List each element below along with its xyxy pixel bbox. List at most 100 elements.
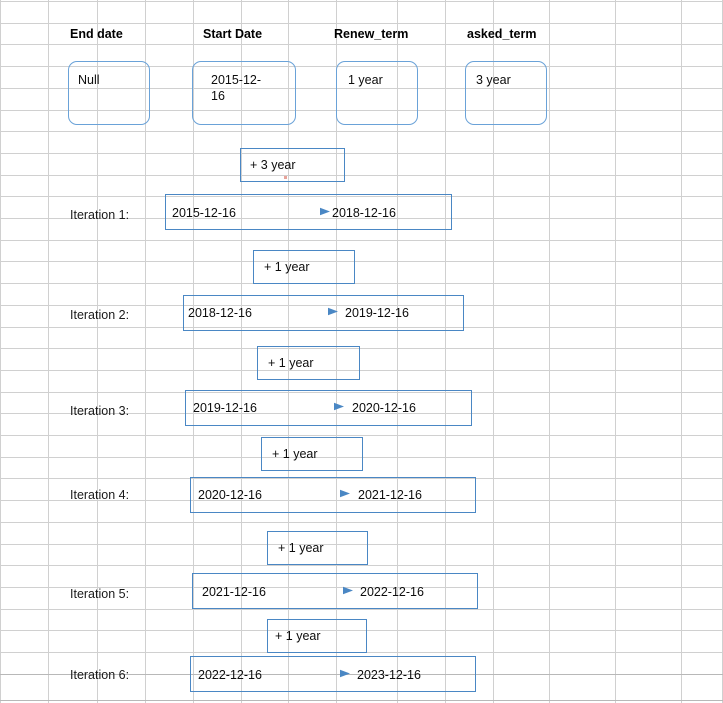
- grid-hline-12: [0, 261, 723, 262]
- grid-hline-bottom-edge: [0, 700, 723, 701]
- grid-hline-3: [0, 66, 723, 67]
- grid-hline-14: [0, 305, 723, 306]
- to-date-2: 2019-12-16: [345, 306, 409, 320]
- transition-box-2[interactable]: [183, 295, 464, 331]
- iteration-arrow-3: [272, 402, 344, 411]
- from-date-2: 2018-12-16: [188, 306, 252, 320]
- from-date-5: 2021-12-16: [202, 585, 266, 599]
- grid-vline-13: [681, 0, 682, 703]
- iteration-arrow-1: [258, 207, 330, 216]
- grid-hline-15: [0, 327, 723, 328]
- grid-hline-29: [0, 630, 723, 631]
- grid-vline-1: [48, 0, 49, 703]
- term-box-text-1: + 3 year: [250, 158, 296, 172]
- iteration-label-6: Iteration 6:: [70, 668, 130, 682]
- accent-dot-marker: [284, 176, 287, 179]
- term-box-2[interactable]: [253, 250, 355, 284]
- term-box-text-3: + 1 year: [268, 356, 314, 370]
- start-date-value-box[interactable]: [192, 61, 296, 125]
- grid-hline-25: [0, 544, 723, 545]
- term-box-3[interactable]: [257, 346, 360, 380]
- grid-hline-0: [0, 1, 723, 2]
- end-date-value-box[interactable]: [68, 61, 150, 125]
- grid-hline-28: [0, 609, 723, 610]
- grid-hline-20: [0, 435, 723, 436]
- grid-hline-21: [0, 457, 723, 458]
- grid-hline-16: [0, 348, 723, 349]
- grid-vline-0: [0, 0, 1, 703]
- grid-vline-11: [549, 0, 550, 703]
- iteration-label-2: Iteration 2:: [70, 308, 130, 322]
- grid-hline-4: [0, 88, 723, 89]
- transition-box-5[interactable]: [192, 573, 478, 609]
- iteration-arrow-5: [281, 586, 353, 595]
- column-header-2: Renew_term: [334, 27, 409, 41]
- from-date-6: 2022-12-16: [198, 668, 262, 682]
- from-date-4: 2020-12-16: [198, 488, 262, 502]
- to-date-4: 2021-12-16: [358, 488, 422, 502]
- to-date-1: 2018-12-16: [332, 206, 396, 220]
- grid-vline-3: [145, 0, 146, 703]
- grid-hline-11: [0, 240, 723, 241]
- asked-term-value-box-text: 3 year: [476, 73, 511, 87]
- term-box-text-6: + 1 year: [275, 629, 321, 643]
- start-date-value-box-text: 2015-12-16: [211, 73, 262, 103]
- grid-vline-9: [445, 0, 446, 703]
- grid-vline-4: [193, 0, 194, 703]
- grid-vline-7: [336, 0, 337, 703]
- term-box-4[interactable]: [261, 437, 363, 471]
- grid-hline-22: [0, 478, 723, 479]
- grid-hline-7: [0, 153, 723, 154]
- iteration-label-5: Iteration 5:: [70, 587, 130, 601]
- from-date-1: 2015-12-16: [172, 206, 236, 220]
- grid-hline-24: [0, 522, 723, 523]
- grid-vline-2: [97, 0, 98, 703]
- grid-hline-13: [0, 283, 723, 284]
- end-date-value-box-text: Null: [78, 73, 100, 87]
- transition-box-6[interactable]: [190, 656, 476, 692]
- grid-hline-9: [0, 196, 723, 197]
- grid-hline-17: [0, 370, 723, 371]
- grid-hline-8: [0, 175, 723, 176]
- term-box-5[interactable]: [267, 531, 368, 565]
- term-box-text-5: + 1 year: [278, 541, 324, 555]
- asked-term-value-box[interactable]: [465, 61, 547, 125]
- to-date-6: 2023-12-16: [357, 668, 421, 682]
- from-date-3: 2019-12-16: [193, 401, 257, 415]
- term-box-text-2: + 1 year: [264, 260, 310, 274]
- renew-term-value-box[interactable]: [336, 61, 418, 125]
- column-header-3: asked_term: [467, 27, 537, 41]
- grid-hline-27: [0, 587, 723, 588]
- grid-hline-31: [0, 674, 723, 675]
- term-box-text-4: + 1 year: [272, 447, 318, 461]
- to-date-3: 2020-12-16: [352, 401, 416, 415]
- grid-hline-23: [0, 500, 723, 501]
- grid-hline-1: [0, 23, 723, 24]
- iteration-arrow-4: [278, 489, 350, 498]
- transition-box-1[interactable]: [165, 194, 452, 230]
- term-box-6[interactable]: [267, 619, 367, 653]
- grid-hline-10: [0, 218, 723, 219]
- iteration-arrow-6: [278, 669, 350, 678]
- transition-box-4[interactable]: [190, 477, 476, 513]
- renew-term-value-box-text: 1 year: [348, 73, 383, 87]
- grid-hline-5: [0, 110, 723, 111]
- iteration-label-4: Iteration 4:: [70, 488, 130, 502]
- to-date-5: 2022-12-16: [360, 585, 424, 599]
- column-header-0: End date: [70, 27, 123, 41]
- iteration-arrow-2: [266, 307, 338, 316]
- term-box-1[interactable]: [240, 148, 345, 182]
- iteration-label-1: Iteration 1:: [70, 208, 130, 222]
- grid-vline-12: [615, 0, 616, 703]
- grid-hline-2: [0, 44, 723, 45]
- iteration-label-3: Iteration 3:: [70, 404, 130, 418]
- grid-hline-18: [0, 392, 723, 393]
- grid-vline-5: [241, 0, 242, 703]
- transition-box-3[interactable]: [185, 390, 472, 426]
- grid-hline-6: [0, 131, 723, 132]
- grid-hline-19: [0, 413, 723, 414]
- grid-vline-8: [397, 0, 398, 703]
- grid-hline-26: [0, 565, 723, 566]
- grid-vline-6: [288, 0, 289, 703]
